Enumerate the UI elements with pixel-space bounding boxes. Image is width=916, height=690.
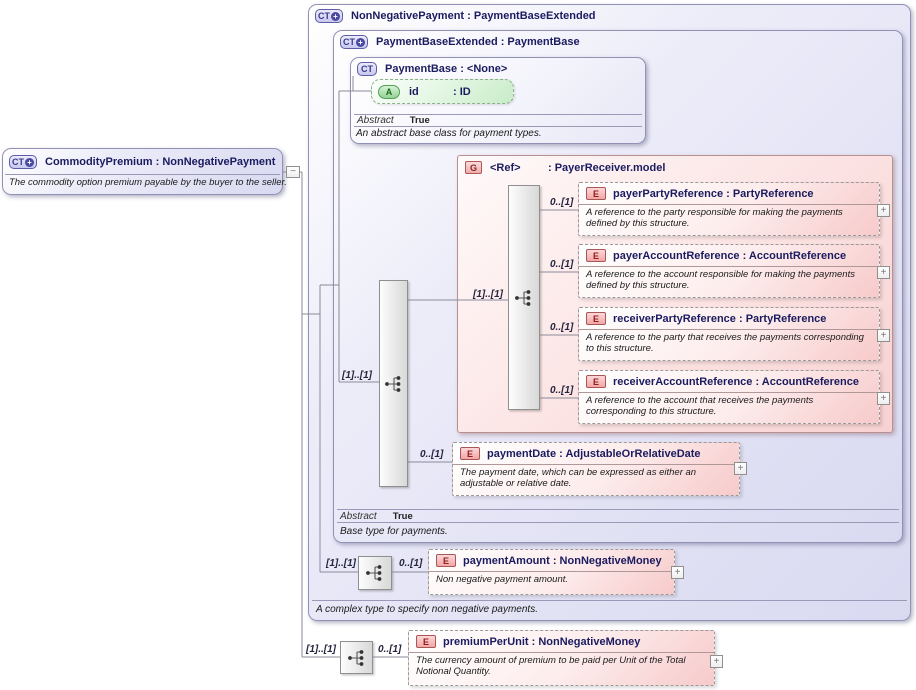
type-annotation: An abstract base class for payment types… [356,128,542,139]
type-box-commoditypremium[interactable]: CT+ CommodityPremium : NonNegativePaymen… [2,148,287,195]
element-name: payerPartyReference : PartyReference [613,187,814,200]
type-header-commoditypremium[interactable]: CT+ CommodityPremium : NonNegativePaymen… [9,152,282,172]
abstract-value: True [392,510,413,522]
cardinality-label: 0..[1] [399,558,423,569]
element-name: payerAccountReference : AccountReference [613,249,847,262]
cardinality-label: [1]..[1] [326,558,356,569]
sequence-compositor [340,641,373,674]
element-annotation: A reference to the party responsible for… [586,207,843,230]
sequence-bar [508,185,540,410]
expand-button[interactable]: + [710,655,723,668]
sequence-icon [366,565,382,581]
element-icon: E [460,447,480,460]
sequence-icon [515,289,531,306]
sequence-bar [379,280,408,487]
element-payer-party-reference[interactable]: E payerPartyReference : PartyReference A… [578,182,880,236]
element-name: paymentAmount : NonNegativeMoney [463,554,662,567]
abstract-facet-row: Abstract True [354,114,642,127]
abstract-facet-row: Abstract True [337,509,899,523]
sequence-icon [347,649,363,666]
derived-plus-icon: + [331,11,340,21]
element-title[interactable]: E receiverPartyReference : PartyReferenc… [579,308,879,330]
attribute-icon: A [378,84,400,99]
element-annotation: A reference to the account responsible f… [586,269,855,292]
type-annotation: The commodity option premium payable by … [5,174,287,188]
separator-line [312,600,907,601]
element-title[interactable]: E paymentAmount : NonNegativeMoney [429,550,674,572]
type-title: PaymentBase : <None> [385,63,508,75]
element-name: receiverAccountReference : AccountRefere… [613,375,859,388]
element-name: premiumPerUnit : NonNegativeMoney [443,635,641,648]
complex-type-icon: CT+ [315,9,343,23]
cardinality-label: [1]..[1] [306,644,336,655]
type-header-paymentbase[interactable]: CT PaymentBase : <None> [357,62,645,76]
abstract-value: True [409,115,430,126]
element-title[interactable]: E payerPartyReference : PartyReference [579,183,879,205]
element-name: receiverPartyReference : PartyReference [613,312,827,325]
cardinality-label: 0..[1] [550,259,574,270]
cardinality-label: 0..[1] [420,449,444,460]
expand-button[interactable]: + [877,329,890,342]
element-icon: E [586,312,606,325]
type-header-nonnegativepayment[interactable]: CT+ NonNegativePayment : PaymentBaseExte… [315,9,910,23]
type-annotation: Base type for payments. [340,526,448,537]
element-premium-per-unit[interactable]: E premiumPerUnit : NonNegativeMoney The … [408,630,715,686]
attribute-name: id [409,85,419,98]
abstract-label: Abstract [340,510,377,522]
cardinality-label: 0..[1] [378,644,402,655]
attribute-id[interactable]: A id : ID [371,79,514,104]
cardinality-label: 0..[1] [550,322,574,333]
group-header[interactable]: G <Ref> : PayerReceiver.model [465,161,892,174]
element-receiver-party-reference[interactable]: E receiverPartyReference : PartyReferenc… [578,307,880,361]
type-title: NonNegativePayment : PaymentBaseExtended [351,10,596,22]
expand-button[interactable]: + [671,566,684,579]
element-name: paymentDate : AdjustableOrRelativeDate [487,447,701,460]
element-title[interactable]: E receiverAccountReference : AccountRefe… [579,371,879,393]
cardinality-label: 0..[1] [550,197,574,208]
sequence-compositor [358,556,392,590]
group-name: <Ref> [490,161,521,174]
element-payment-date[interactable]: E paymentDate : AdjustableOrRelativeDate… [452,442,740,496]
cardinality-label: [1]..[1] [342,370,372,381]
element-title[interactable]: E premiumPerUnit : NonNegativeMoney [409,631,714,653]
group-type: : PayerReceiver.model [548,161,666,174]
expand-button[interactable]: + [877,266,890,279]
element-icon: E [586,375,606,388]
element-title[interactable]: E paymentDate : AdjustableOrRelativeDate [453,443,739,465]
group-icon: G [465,161,482,174]
element-icon: E [586,249,606,262]
expand-button[interactable]: + [877,392,890,405]
type-header-paymentbaseextended[interactable]: CT+ PaymentBaseExtended : PaymentBase [340,35,902,49]
derived-plus-icon: + [356,37,365,47]
element-icon: E [436,554,456,567]
element-annotation: A reference to the account that receives… [586,395,814,418]
expand-button[interactable]: + [877,204,890,217]
complex-type-icon: CT [357,62,377,76]
abstract-label: Abstract [357,115,394,126]
complex-type-icon: CT+ [340,35,368,49]
type-title: CommodityPremium : NonNegativePayment [45,156,276,168]
element-annotation: A reference to the party that receives t… [586,332,864,355]
element-icon: E [586,187,606,200]
element-title[interactable]: E payerAccountReference : AccountReferen… [579,245,879,267]
collapse-button[interactable]: − [286,166,300,178]
cardinality-label: [1]..[1] [473,289,503,300]
type-title: PaymentBaseExtended : PaymentBase [376,36,580,48]
type-annotation: A complex type to specify non negative p… [316,604,538,615]
derived-plus-icon: + [25,157,34,167]
element-payment-amount[interactable]: E paymentAmount : NonNegativeMoney Non n… [428,549,675,595]
element-annotation: The payment date, which can be expressed… [460,467,697,490]
element-annotation: Non negative payment amount. [436,574,569,585]
element-annotation: The currency amount of premium to be pai… [416,655,686,678]
cardinality-label: 0..[1] [550,385,574,396]
attribute-type: : ID [453,85,471,98]
element-icon: E [416,635,436,648]
sequence-icon [384,375,400,392]
complex-type-icon: CT+ [9,155,37,169]
element-receiver-account-reference[interactable]: E receiverAccountReference : AccountRefe… [578,370,880,424]
element-payer-account-reference[interactable]: E payerAccountReference : AccountReferen… [578,244,880,298]
expand-button[interactable]: + [734,462,747,475]
